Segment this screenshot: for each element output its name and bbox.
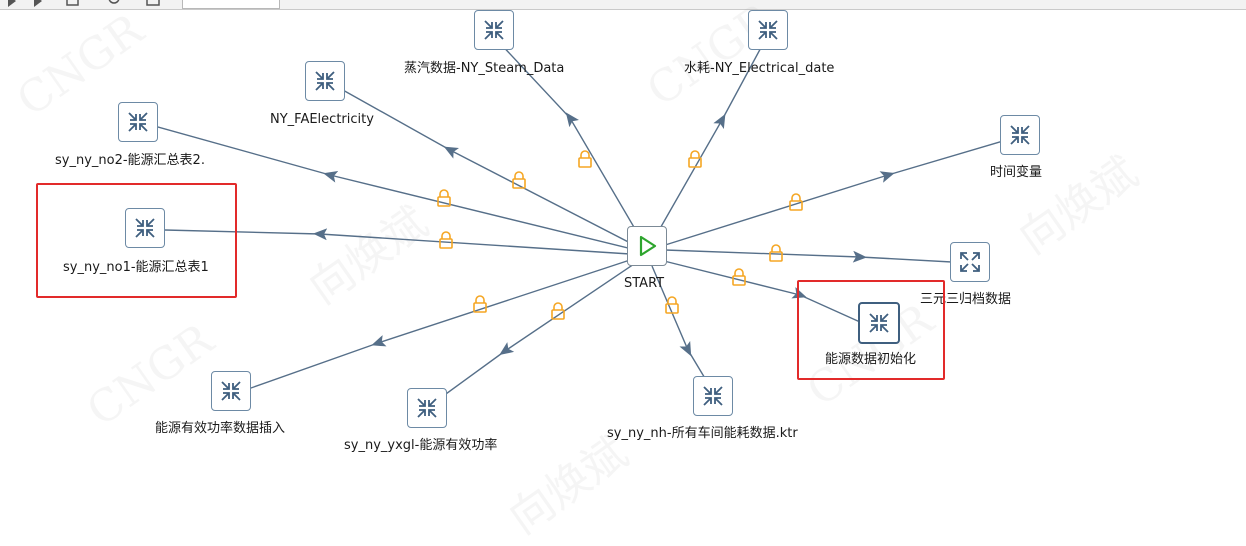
step-label-fa-electricity: NY_FAElectricity <box>270 112 374 127</box>
transform-icon <box>128 112 148 132</box>
job-entry-nh[interactable] <box>693 376 733 416</box>
step-label-water: 水耗-NY_Electrical_date <box>684 61 835 76</box>
lock-icon <box>512 171 526 189</box>
transform-icon <box>135 218 155 238</box>
transform-icon <box>484 20 504 40</box>
editor-tab[interactable] <box>182 0 280 9</box>
job-entry-no2[interactable] <box>118 102 158 142</box>
hop-water[interactable] <box>649 41 765 247</box>
hop-no1[interactable] <box>164 228 631 255</box>
start-label: START <box>624 276 665 291</box>
hop-init[interactable] <box>659 259 861 323</box>
step-label-yxgl: sy_ny_yxgl-能源有效功率 <box>344 438 498 453</box>
lock-icon <box>473 295 487 313</box>
lock-icon <box>437 189 451 207</box>
job-entry-energy-init[interactable] <box>858 302 900 344</box>
hop-steam[interactable] <box>496 39 646 247</box>
start-node[interactable] <box>627 226 667 266</box>
search-icon[interactable] <box>108 0 122 7</box>
job-entry-time-variable[interactable] <box>1000 115 1040 155</box>
hop-no2[interactable] <box>139 121 637 251</box>
lock-icon <box>769 244 783 262</box>
lock-icon <box>578 150 592 168</box>
hop-yxgl[interactable] <box>427 259 641 408</box>
step-label-power-insert: 能源有效功率数据插入 <box>155 421 286 436</box>
lock-icon <box>665 296 679 314</box>
transform-icon <box>315 71 335 91</box>
hop-insert[interactable] <box>233 259 631 395</box>
transform-icon <box>221 381 241 401</box>
job-entry-yxgl[interactable] <box>407 388 447 428</box>
expand-icon <box>960 252 980 272</box>
hop-archive[interactable] <box>664 249 971 264</box>
job-entry-fa-electricity[interactable] <box>305 61 345 101</box>
explore-icon[interactable] <box>66 0 80 7</box>
lock-icon <box>439 231 453 249</box>
highlight-box-energy-init <box>797 280 945 380</box>
toolbar <box>0 0 1246 10</box>
run-icon[interactable] <box>6 0 20 7</box>
transform-icon <box>758 20 778 40</box>
hop-time[interactable] <box>661 135 1021 247</box>
job-entry-water[interactable] <box>748 10 788 50</box>
step-label-no2: sy_ny_no2-能源汇总表2. <box>55 153 205 168</box>
highlight-box-no1 <box>36 183 237 298</box>
transform-icon <box>869 313 889 333</box>
job-entry-no1[interactable] <box>125 208 165 248</box>
step-label-energy-init: 能源数据初始化 <box>825 352 917 367</box>
transform-icon <box>703 386 723 406</box>
step-label-nh: sy_ny_nh-所有车间能耗数据.ktr <box>607 426 798 441</box>
transform-icon <box>417 398 437 418</box>
step-label-steam: 蒸汽数据-NY_Steam_Data <box>404 61 565 76</box>
step-label-archive: 三元三归档数据 <box>920 292 1012 307</box>
lock-icon <box>789 193 803 211</box>
job-entry-power-insert[interactable] <box>211 371 251 411</box>
lock-icon <box>732 268 746 286</box>
play-icon <box>639 235 657 257</box>
job-entry-steam[interactable] <box>474 10 514 50</box>
step-label-time-variable: 时间变量 <box>990 165 1043 180</box>
transform-icon <box>1010 125 1030 145</box>
preview-icon[interactable] <box>32 0 46 7</box>
hop-fa[interactable] <box>324 79 641 249</box>
lock-icon <box>688 150 702 168</box>
hop-lines <box>139 39 1021 408</box>
job-entry-archive[interactable] <box>950 242 990 282</box>
save-icon[interactable] <box>146 0 160 7</box>
lock-icon <box>551 302 565 320</box>
step-label-no1: sy_ny_no1-能源汇总表1 <box>63 260 209 275</box>
